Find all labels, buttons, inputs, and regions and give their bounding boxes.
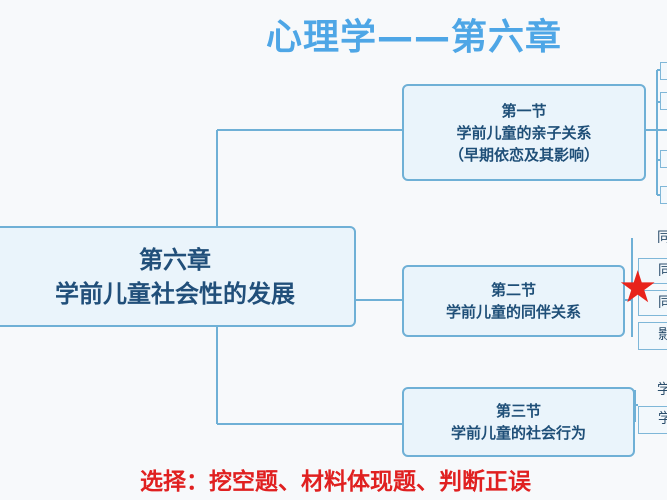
exam-note: 选择：挖空题、材料体现题、判断正误: [140, 469, 531, 495]
section-3-subtitle: 学前儿童的社会行为: [450, 424, 586, 442]
section-1-note: （早期依恋及其影响）: [448, 145, 599, 164]
section-2-title: 第二节: [490, 281, 536, 299]
section-3-title: 第三节: [495, 402, 541, 420]
leaf-box: [660, 92, 667, 110]
section-1-title: 第一节: [501, 101, 547, 120]
root-title: 第六章: [139, 245, 211, 274]
section-1-subtitle: 学前儿童的亲子关系: [456, 123, 592, 142]
star-icon: ★: [618, 262, 658, 313]
root-node: 第六章 学前儿童社会性的发展: [0, 226, 356, 327]
leaf-item: 同: [638, 290, 667, 316]
section-3-node: 第三节 学前儿童的社会行为: [402, 387, 635, 457]
leaf-box: [660, 186, 667, 204]
section-2-subtitle: 学前儿童的同伴关系: [445, 303, 581, 321]
section-1-node: 第一节 学前儿童的亲子关系 （早期依恋及其影响）: [402, 84, 646, 181]
page-title: 心理学——第六章: [266, 17, 563, 58]
leaf-box: [660, 62, 667, 80]
leaf-item: 学: [638, 406, 667, 434]
leaf-item: 影: [638, 322, 667, 350]
root-subtitle: 学前儿童社会性的发展: [55, 279, 295, 308]
leaf-box: [660, 150, 667, 168]
leaf-item: 学: [657, 382, 667, 398]
section-2-node: 第二节 学前儿童的同伴关系: [402, 265, 625, 337]
leaf-item: 同: [657, 230, 667, 246]
leaf-item: 同: [638, 258, 667, 284]
